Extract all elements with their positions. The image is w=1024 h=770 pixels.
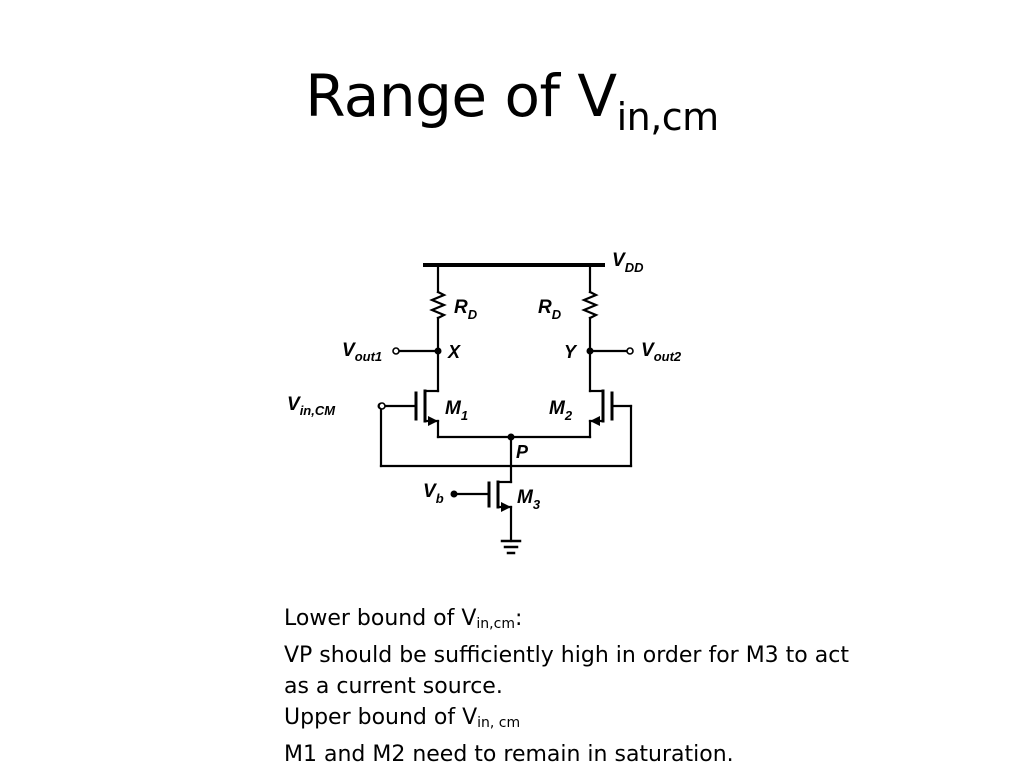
lower-bound-description-line-2: as a current source. [284, 674, 503, 699]
lower-bound-heading: Lower bound of Vin,cm: [284, 603, 924, 640]
vout2-terminal [626, 347, 634, 355]
differential-pair-circuit: VDD RD RD Vout1 X Y Vout2 Vin,CM M1 M2 P… [287, 250, 682, 555]
slide-title: Range of Vin,cm [0, 62, 1024, 139]
upper-bound-description: M1 and M2 need to remain in saturation. [284, 742, 734, 767]
rd-right-label: RD [538, 297, 562, 322]
vdd-label: VDD [612, 250, 644, 275]
rd-left-label: RD [454, 297, 478, 322]
lower-bound-prefix: Lower bound of V [284, 606, 477, 631]
vin-cm-label: Vin,CM [287, 394, 336, 418]
lower-bound-subscript: in,cm [476, 616, 515, 632]
vout1-label: Vout1 [342, 340, 382, 364]
node-x-label: X [447, 342, 461, 362]
m3-label: M3 [517, 487, 541, 512]
upper-bound-prefix: Upper bound of V [284, 705, 478, 730]
node-p-label: P [516, 442, 529, 462]
notes-text: Lower bound of Vin,cm: VP should be suff… [284, 603, 924, 770]
upper-bound-subscript: in, cm [477, 715, 521, 731]
node-y-dot [586, 347, 594, 355]
lower-bound-description-line-1: VP should be sufficiently high in order … [284, 643, 849, 668]
m3-source-arrow [501, 502, 511, 512]
m2-source-arrow [590, 416, 600, 426]
slide-title-subscript: in,cm [616, 95, 720, 139]
slide-title-main: Range of V [305, 62, 617, 130]
m2-label: M2 [549, 398, 573, 423]
vin-cm-terminal [378, 402, 386, 410]
node-y-label: Y [564, 342, 578, 362]
node-x-dot [434, 347, 442, 355]
resistor-rd-right [581, 290, 599, 320]
m1-source-arrow [428, 416, 438, 426]
m1-label: M1 [445, 398, 468, 423]
resistor-rd-left [429, 290, 447, 320]
lower-bound-suffix: : [514, 606, 523, 631]
vb-label: Vb [423, 481, 444, 506]
vb-terminal-dot [450, 490, 458, 498]
vout1-terminal [392, 347, 400, 355]
upper-bound-heading: Upper bound of Vin, cm [284, 702, 924, 739]
vout2-label: Vout2 [641, 340, 682, 364]
node-p-dot [507, 433, 515, 441]
